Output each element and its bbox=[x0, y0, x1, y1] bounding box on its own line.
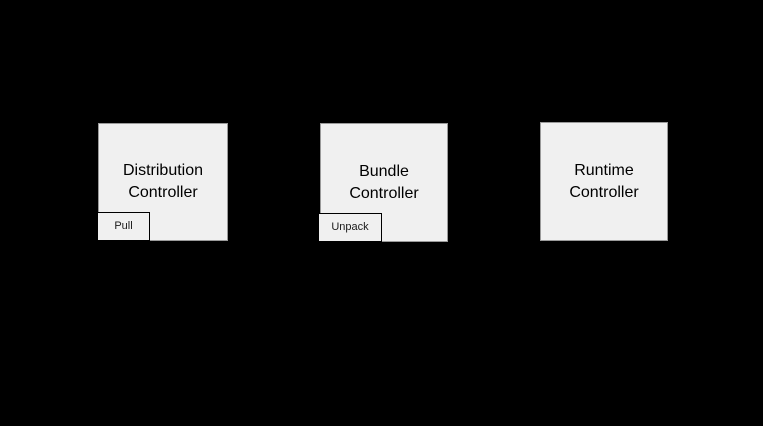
subnode-unpack[interactable]: Unpack bbox=[318, 213, 382, 242]
node-label-runtime-controller: Runtime Controller bbox=[569, 161, 639, 201]
node-runtime-controller[interactable]: Runtime Controller bbox=[540, 122, 668, 241]
node-label-bundle-controller: Bundle Controller bbox=[349, 162, 419, 202]
subnode-pull[interactable]: Pull bbox=[97, 212, 150, 241]
node-label-distribution-controller: Distribution Controller bbox=[122, 162, 204, 201]
subnode-label-unpack: Unpack bbox=[331, 221, 369, 233]
subnode-label-pull: Pull bbox=[114, 220, 133, 232]
